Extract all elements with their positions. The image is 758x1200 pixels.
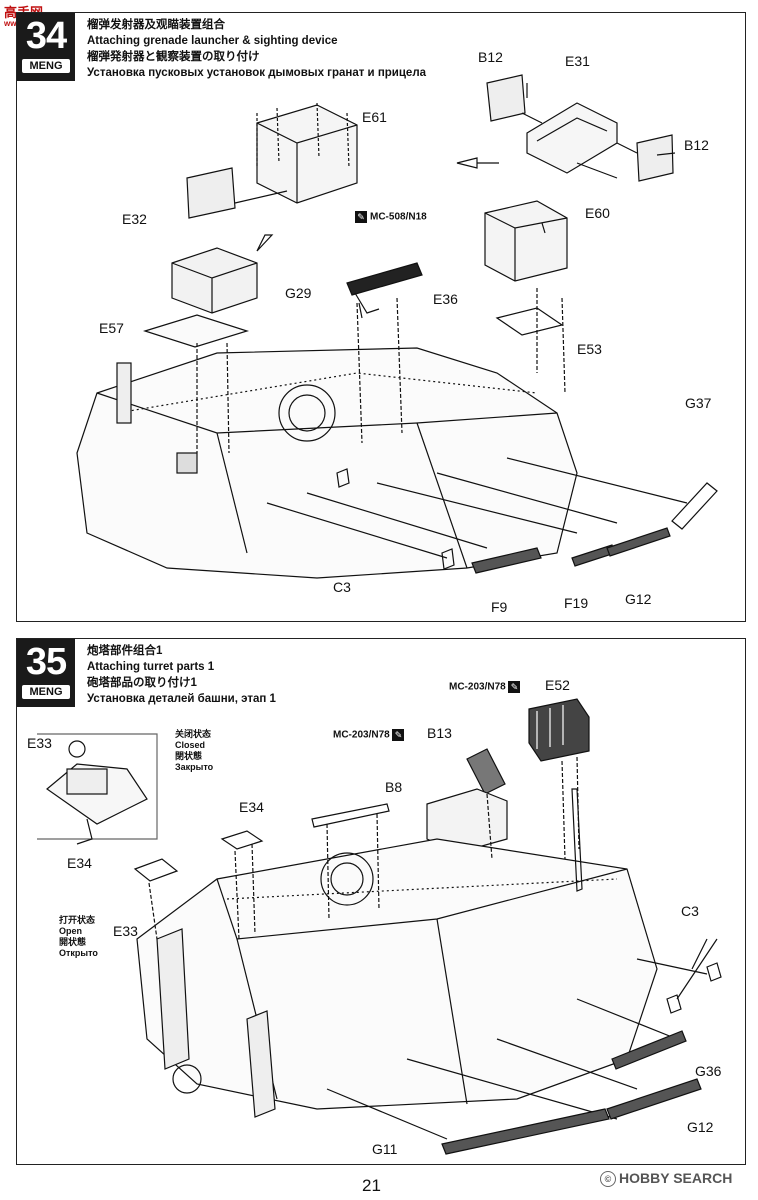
title-ja: 榴弾発射器と観察装置の取り付け xyxy=(87,51,260,63)
part-label-g11: G11 xyxy=(372,1141,398,1157)
title-zh: 炮塔部件组合1 xyxy=(87,645,163,657)
title-ja: 砲塔部品の取り付け1 xyxy=(87,677,197,689)
part-label-g12: G12 xyxy=(625,591,652,607)
open-state-note: 打开状态 Open 開状態 Открыто xyxy=(59,915,98,958)
step-34-panel: 34 MENG 榴弹发射器及观瞄装置组合 Attaching grenade l… xyxy=(16,12,746,622)
assembly-drawing-35 xyxy=(37,698,722,1155)
step-number-badge: 35 MENG xyxy=(17,639,75,707)
step-number: 34 xyxy=(25,15,67,57)
part-label-e61: E61 xyxy=(362,109,387,125)
part-label-c3: C3 xyxy=(333,579,351,595)
paint-callout-e52: MC-203/N78 ✎ xyxy=(449,681,523,693)
part-label-e34-inset: E34 xyxy=(67,855,92,871)
part-label-f9: F9 xyxy=(491,599,508,615)
title-ru: Установка деталей башни, этап 1 xyxy=(87,693,276,705)
step-number: 35 xyxy=(25,641,67,683)
step-35-panel: 35 MENG 炮塔部件组合1 Attaching turret parts 1… xyxy=(16,638,746,1165)
part-label-g12: G12 xyxy=(687,1119,714,1135)
part-label-e33: E33 xyxy=(113,923,138,939)
part-label-e34: E34 xyxy=(239,799,264,815)
part-label-g37: G37 xyxy=(685,395,712,411)
part-label-e57: E57 xyxy=(99,320,124,336)
title-zh: 榴弹发射器及观瞄装置组合 xyxy=(87,19,225,31)
paint-callout-b13: MC-203/N78 ✎ xyxy=(333,729,407,741)
part-label-b8: B8 xyxy=(385,779,403,795)
part-label-b12-right: B12 xyxy=(684,137,709,153)
part-label-e32: E32 xyxy=(122,211,147,227)
part-label-e53: E53 xyxy=(577,341,602,357)
paint-callout: ✎MC-508/N18 xyxy=(355,211,427,223)
part-label-e36: E36 xyxy=(433,291,458,307)
paintbrush-icon: ✎ xyxy=(392,729,405,741)
paintbrush-icon: ✎ xyxy=(508,681,521,693)
hobby-search-watermark: ©HOBBY SEARCH xyxy=(600,1170,732,1188)
part-label-e52: E52 xyxy=(545,677,570,693)
part-label-e31: E31 xyxy=(565,53,590,69)
part-label-g36: G36 xyxy=(695,1063,722,1079)
step-titles: 榴弹发射器及观瞄装置组合 Attaching grenade launcher … xyxy=(87,17,426,81)
part-label-e33-inset: E33 xyxy=(27,735,52,751)
part-label-c3: C3 xyxy=(681,903,699,919)
part-label-b12-top: B12 xyxy=(478,49,503,65)
title-en: Attaching turret parts 1 xyxy=(87,661,215,673)
part-label-g29: G29 xyxy=(285,285,312,301)
step-titles: 炮塔部件组合1 Attaching turret parts 1 砲塔部品の取り… xyxy=(87,643,276,707)
page-number: 21 xyxy=(362,1176,381,1195)
step-number-badge: 34 MENG xyxy=(17,13,75,81)
part-label-e60: E60 xyxy=(585,205,610,221)
assembly-drawing-34 xyxy=(76,74,718,579)
part-label-b13: B13 xyxy=(427,725,452,741)
closed-state-note: 关闭状态 Closed 閉状態 Закрыто xyxy=(175,729,214,772)
part-label-f19: F19 xyxy=(564,595,589,611)
title-en: Attaching grenade launcher & sighting de… xyxy=(87,35,338,47)
title-ru: Установка пусковых установок дымовых гра… xyxy=(87,67,427,79)
brand-logo: MENG xyxy=(22,59,70,73)
brand-logo: MENG xyxy=(22,685,70,699)
paintbrush-icon: ✎ xyxy=(355,211,367,223)
copyright-icon: © xyxy=(600,1171,616,1188)
